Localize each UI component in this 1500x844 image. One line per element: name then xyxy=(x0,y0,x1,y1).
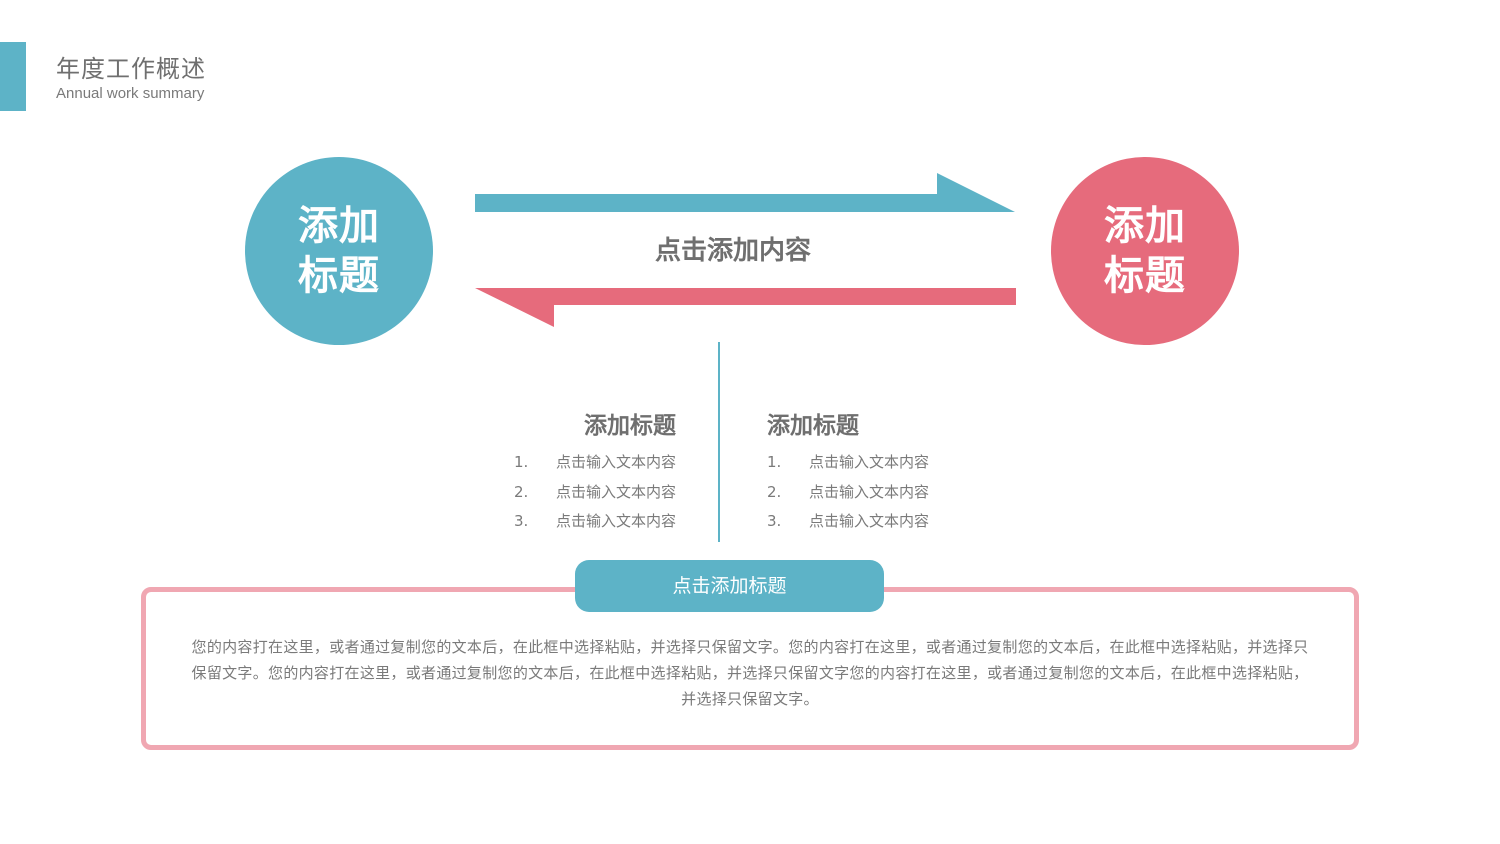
list-item-number: 1. xyxy=(513,453,529,471)
page-title: 年度工作概述 xyxy=(56,55,206,83)
header-accent-bar xyxy=(0,42,26,111)
left-column: 添加标题 1. 点击输入文本内容 2. 点击输入文本内容 3. 点击输入文本内容 xyxy=(480,408,676,537)
right-column-title[interactable]: 添加标题 xyxy=(767,413,859,439)
list-item[interactable]: 1. 点击输入文本内容 xyxy=(767,448,967,478)
list-item[interactable]: 1. 点击输入文本内容 xyxy=(480,448,676,478)
content-box-body-text[interactable]: 您的内容打在这里，或者通过复制您的文本后，在此框中选择粘贴，并选择只保留文字。您… xyxy=(191,638,1309,708)
left-circle-line2: 标题 xyxy=(298,253,380,299)
list-item-number: 1. xyxy=(767,453,782,471)
list-item-number: 3. xyxy=(767,512,782,530)
left-circle-line1: 添加 xyxy=(298,203,380,249)
list-item-text: 点击输入文本内容 xyxy=(555,512,676,530)
right-circle-line1: 添加 xyxy=(1104,203,1186,249)
right-title-circle[interactable]: 添加 标题 xyxy=(1051,157,1239,345)
list-item-number: 3. xyxy=(513,512,529,530)
page-subtitle: Annual work summary xyxy=(56,85,205,102)
right-column-list: 1. 点击输入文本内容 2. 点击输入文本内容 3. 点击输入文本内容 xyxy=(767,448,967,537)
right-arrow-icon xyxy=(475,173,1015,212)
list-item-number: 2. xyxy=(513,482,529,501)
right-column: 添加标题 1. 点击输入文本内容 2. 点击输入文本内容 3. 点击输入文本内容 xyxy=(767,408,967,537)
list-item[interactable]: 2. 点击输入文本内容 xyxy=(767,478,967,508)
list-item[interactable]: 3. 点击输入文本内容 xyxy=(480,507,676,537)
vertical-divider xyxy=(718,342,720,542)
list-item-text: 点击输入文本内容 xyxy=(555,453,676,471)
content-box-title-pill[interactable]: 点击添加标题 xyxy=(575,560,884,612)
left-column-list: 1. 点击输入文本内容 2. 点击输入文本内容 3. 点击输入文本内容 xyxy=(480,448,676,537)
left-title-circle[interactable]: 添加 标题 xyxy=(245,157,433,345)
left-arrow-icon xyxy=(475,288,1016,327)
list-item-text: 点击输入文本内容 xyxy=(809,453,930,471)
list-item-text: 点击输入文本内容 xyxy=(809,482,930,501)
list-item[interactable]: 2. 点击输入文本内容 xyxy=(480,478,676,508)
list-item-text: 点击输入文本内容 xyxy=(809,512,930,530)
list-item-text: 点击输入文本内容 xyxy=(555,482,676,501)
right-circle-line2: 标题 xyxy=(1104,253,1186,299)
center-content-label[interactable]: 点击添加内容 xyxy=(654,236,811,266)
left-column-title[interactable]: 添加标题 xyxy=(584,413,676,439)
list-item[interactable]: 3. 点击输入文本内容 xyxy=(767,507,967,537)
list-item-number: 2. xyxy=(767,482,782,501)
